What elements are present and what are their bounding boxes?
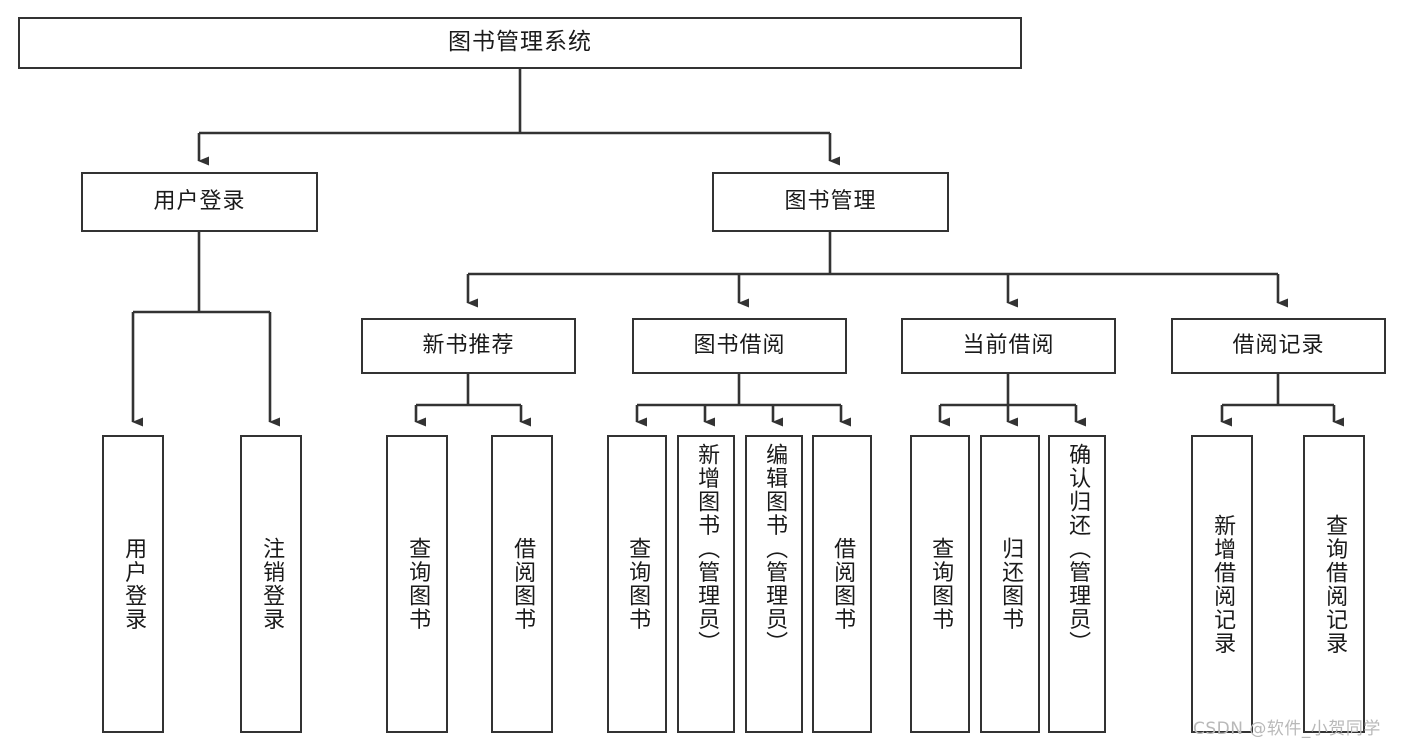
node-label: 确认归还（管理员）	[1065, 443, 1091, 655]
node-label: 新增图书（管理员）	[694, 443, 720, 655]
node-leaf-logout[interactable]: 注销登录	[240, 435, 302, 733]
node-label: 用户登录	[153, 188, 246, 214]
node-label: 编辑图书（管理员）	[762, 443, 788, 655]
node-new-book-recommend[interactable]: 新书推荐	[361, 318, 576, 374]
node-label: 图书管理	[784, 188, 877, 214]
node-label: 借阅图书	[510, 537, 536, 631]
node-label: 借阅图书	[830, 537, 856, 631]
node-label: 当前借阅	[962, 332, 1055, 358]
node-book-manage[interactable]: 图书管理	[712, 172, 949, 232]
node-leaf-confirm-return-admin[interactable]: 确认归还（管理员）	[1048, 435, 1106, 733]
node-leaf-edit-book-admin[interactable]: 编辑图书（管理员）	[745, 435, 803, 733]
node-current-borrow[interactable]: 当前借阅	[901, 318, 1116, 374]
node-label: 用户登录	[121, 537, 147, 631]
node-label: 借阅记录	[1232, 332, 1325, 358]
node-label: 注销登录	[259, 537, 285, 631]
node-leaf-borrow-book-borrow[interactable]: 借阅图书	[812, 435, 872, 733]
csdn-watermark: CSDN @软件_小贺同学	[1193, 719, 1381, 739]
node-leaf-user-login[interactable]: 用户登录	[102, 435, 164, 733]
node-leaf-query-book-recommend[interactable]: 查询图书	[386, 435, 448, 733]
node-label: 查询图书	[405, 537, 431, 631]
node-user-login[interactable]: 用户登录	[81, 172, 318, 232]
node-leaf-query-book-current[interactable]: 查询图书	[910, 435, 970, 733]
node-leaf-add-book-admin[interactable]: 新增图书（管理员）	[677, 435, 735, 733]
node-label: 图书管理系统	[448, 29, 592, 56]
node-label: 查询图书	[928, 537, 954, 631]
node-leaf-query-borrow-record[interactable]: 查询借阅记录	[1303, 435, 1365, 733]
node-label: 图书借阅	[693, 332, 786, 358]
node-leaf-query-book-borrow[interactable]: 查询图书	[607, 435, 667, 733]
node-leaf-return-book[interactable]: 归还图书	[980, 435, 1040, 733]
node-root-system[interactable]: 图书管理系统	[18, 17, 1022, 69]
node-leaf-add-borrow-record[interactable]: 新增借阅记录	[1191, 435, 1253, 733]
node-label: 新书推荐	[422, 332, 515, 358]
node-label: 查询图书	[625, 537, 651, 631]
node-label: 新增借阅记录	[1210, 513, 1236, 655]
node-label: 查询借阅记录	[1322, 513, 1348, 655]
node-borrow-record[interactable]: 借阅记录	[1171, 318, 1386, 374]
node-leaf-borrow-book-recommend[interactable]: 借阅图书	[491, 435, 553, 733]
node-label: 归还图书	[998, 537, 1024, 631]
node-book-borrow[interactable]: 图书借阅	[632, 318, 847, 374]
